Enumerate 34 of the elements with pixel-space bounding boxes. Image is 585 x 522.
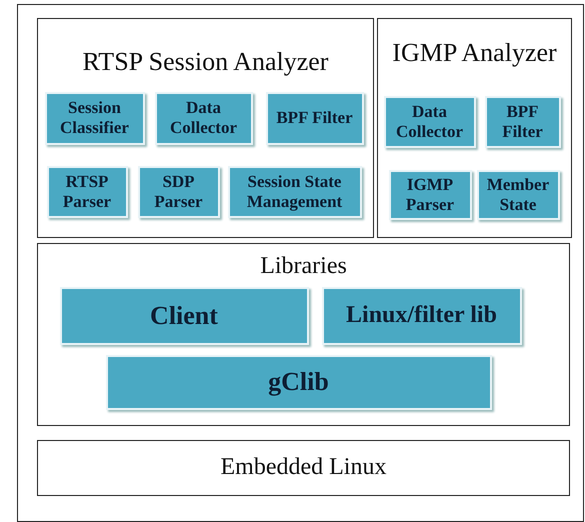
module-box (44, 92, 144, 144)
module-label: Session State Management (246, 172, 344, 212)
module-box (476, 170, 560, 220)
group-title: Libraries (259, 252, 348, 281)
module-label: Data Collector (394, 102, 464, 142)
module-label: BPF Filter (501, 102, 544, 142)
module-box (322, 286, 522, 344)
module-label: IGMP Parser (404, 174, 456, 214)
module-label: Session Classifier (59, 98, 130, 138)
group-box (37, 18, 374, 238)
module-box (384, 96, 476, 148)
module-box (46, 166, 128, 218)
group-title: IGMP Analyzer (391, 37, 558, 68)
module-box (138, 166, 220, 218)
module-label: gClib (268, 367, 329, 397)
module-label: BPF Filter (276, 108, 353, 128)
module-label: Member State (486, 174, 550, 214)
group-title: RTSP Session Analyzer (82, 46, 330, 78)
module-box (60, 286, 308, 344)
group-box (37, 440, 570, 496)
module-label: Data Collector (168, 98, 238, 138)
module-box (484, 96, 560, 148)
module-box (106, 354, 492, 410)
module-box (154, 92, 252, 144)
module-label: Linux/filter lib (346, 302, 497, 330)
group-title: Embedded Linux (220, 453, 388, 482)
module-label: Client (150, 300, 218, 330)
module-label: RTSP Parser (62, 172, 112, 212)
group-box (377, 18, 572, 238)
module-label: SDP Parser (153, 172, 204, 212)
module-box (266, 92, 364, 144)
module-box (228, 166, 362, 218)
module-box (388, 170, 472, 220)
group-box (37, 243, 570, 426)
